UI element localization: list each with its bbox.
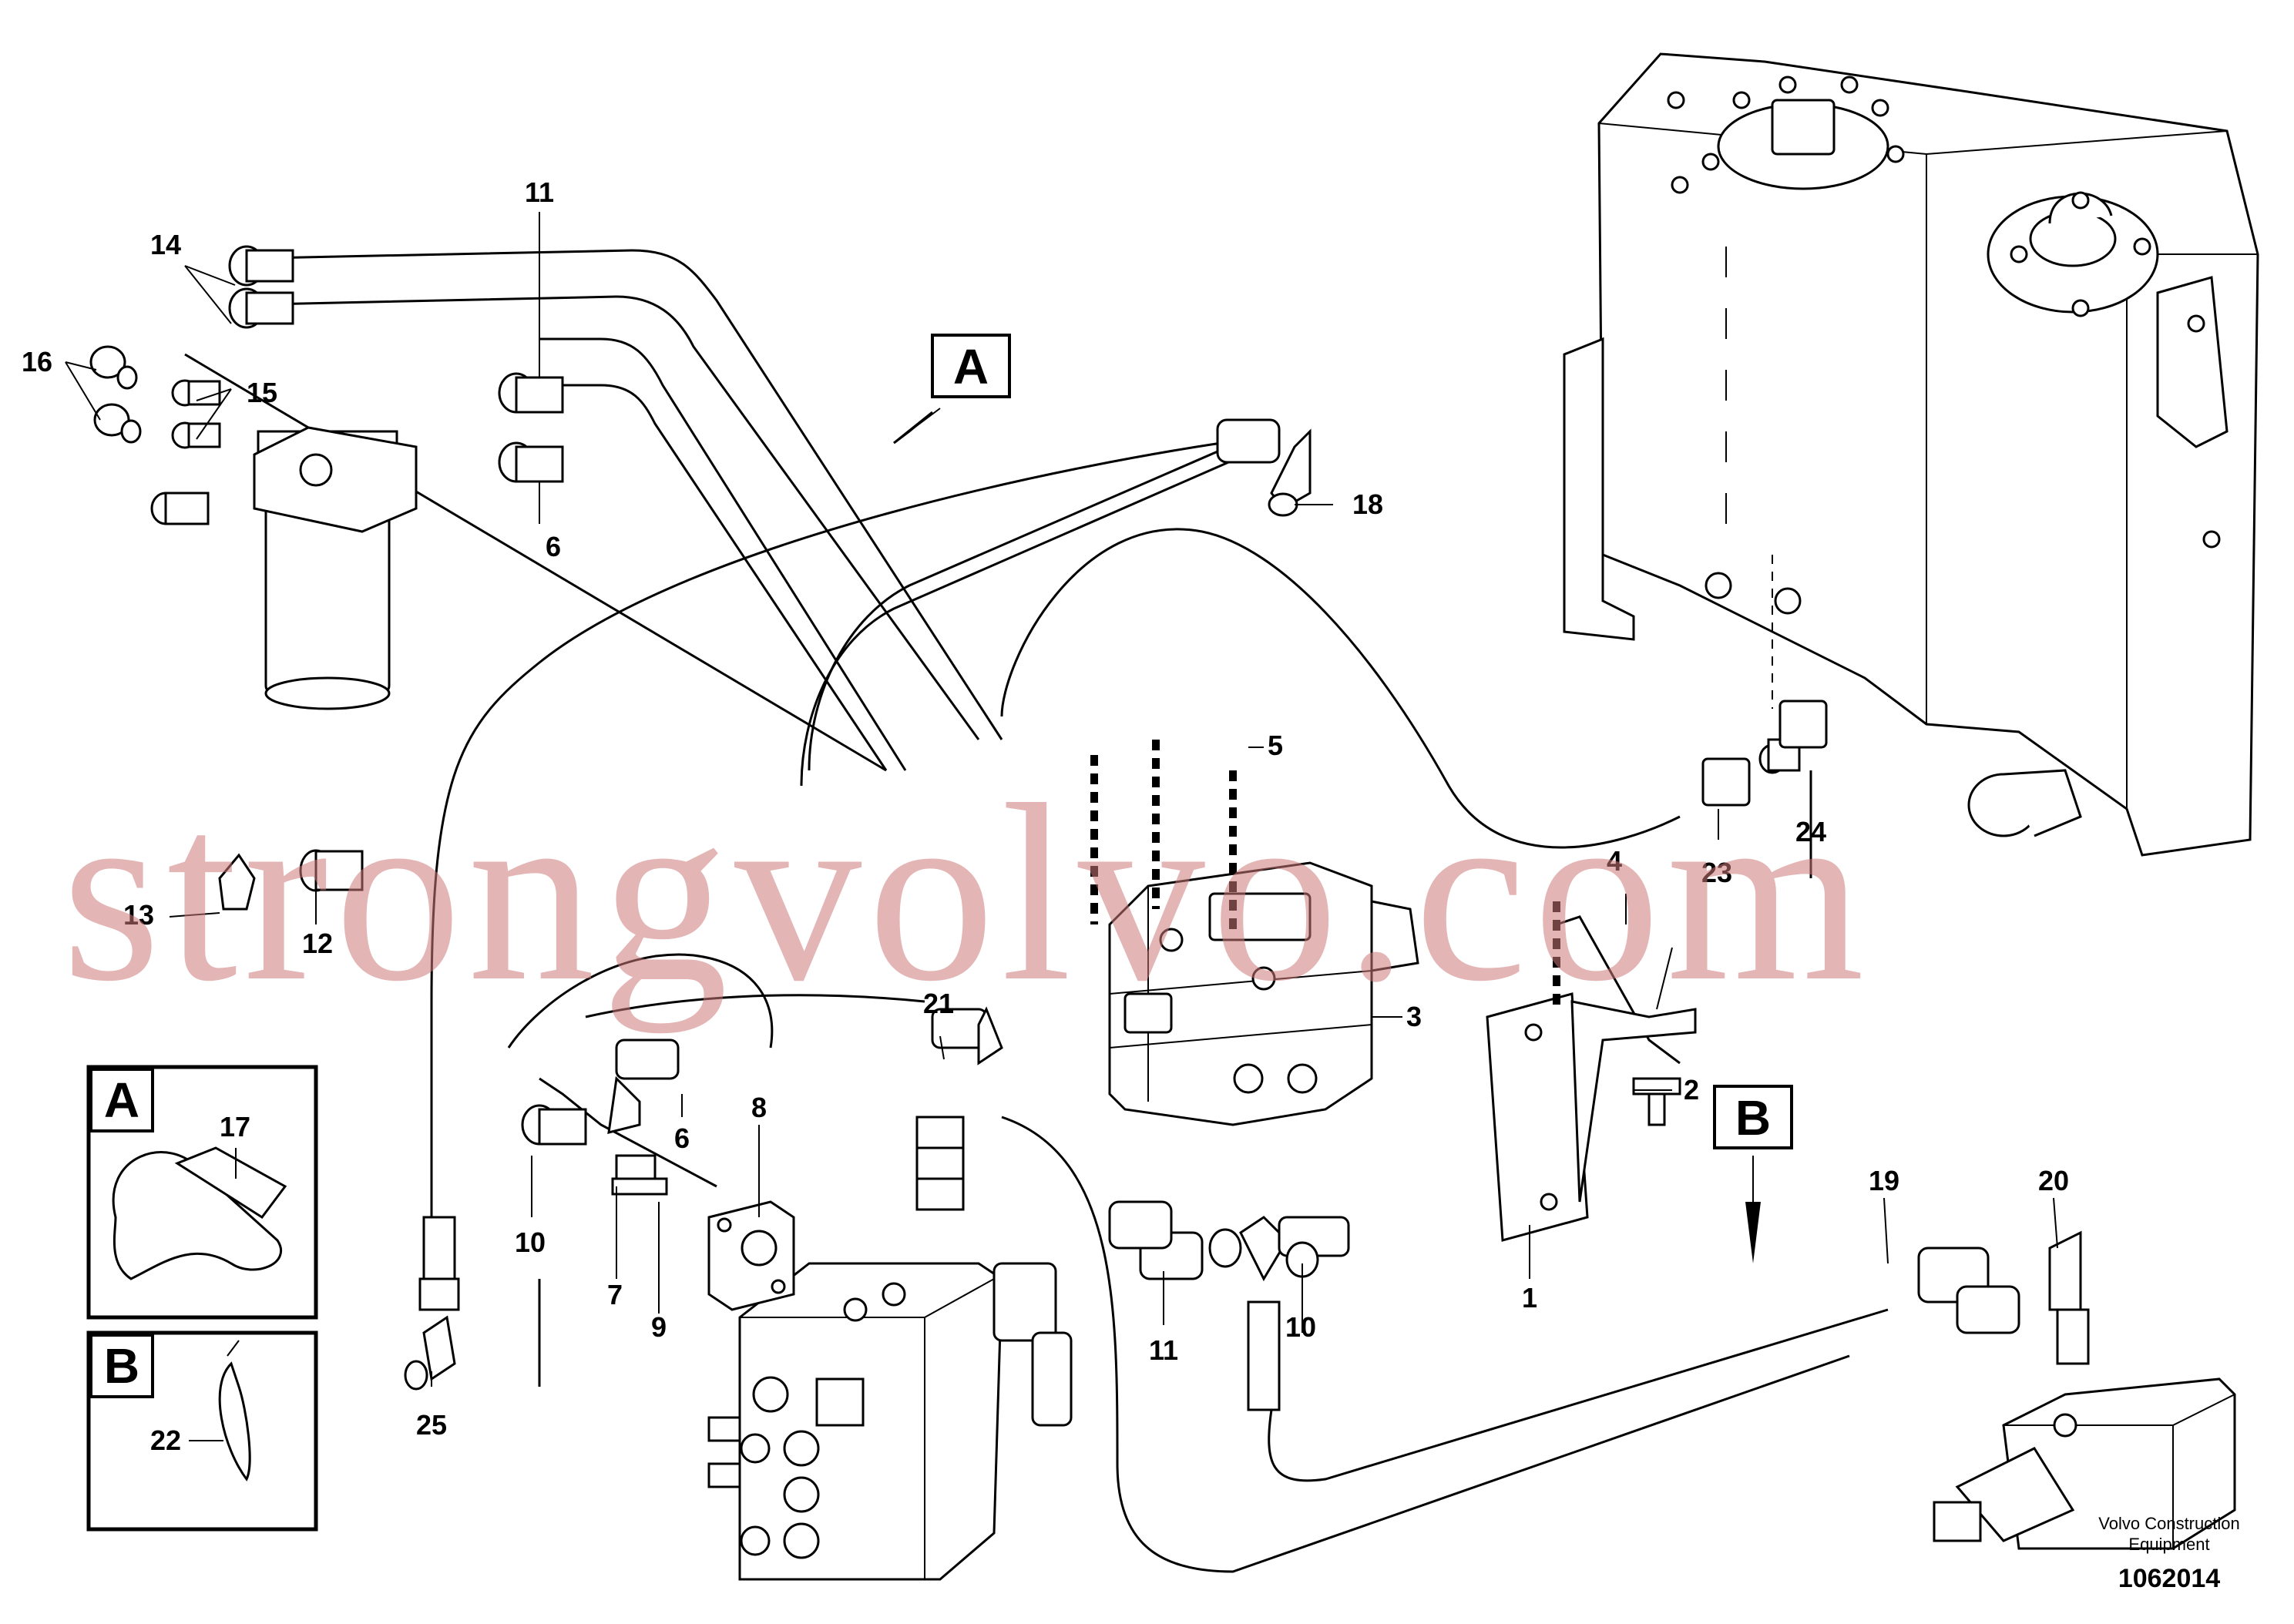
detail-box-a-part: 17 [220, 1111, 250, 1143]
callout-3: 3 [1406, 1001, 1422, 1032]
callout-10-right: 10 [1285, 1311, 1316, 1343]
hydraulic-tank [1563, 52, 2259, 857]
drawing-number: 1062014 [2118, 1564, 2220, 1593]
detail-box-b-part: 22 [150, 1424, 181, 1456]
lower-valve-block [707, 1200, 1073, 1581]
callout-labels: 14 16 15 11 6 18 5 13 12 4 23 24 21 3 2 … [22, 176, 2069, 1441]
detail-box-a-letter: A [104, 1072, 139, 1128]
detail-box-b: B 22 [86, 1330, 318, 1532]
callout-12: 12 [302, 928, 333, 959]
callout-24: 24 [1795, 816, 1826, 847]
callout-6-mid: 6 [674, 1122, 690, 1154]
dashed-connectors [1090, 740, 1560, 1009]
view-marker-a: A [893, 334, 1011, 445]
callout-1: 1 [1522, 1282, 1537, 1314]
callout-20: 20 [2038, 1165, 2069, 1196]
callout-13: 13 [123, 899, 154, 931]
callout-10-left: 10 [515, 1226, 546, 1258]
footer: Volvo Construction Equipment 1062014 [2098, 1514, 2239, 1593]
callout-14: 14 [150, 229, 181, 260]
callout-18: 18 [1352, 488, 1383, 520]
leader-lines [65, 212, 2058, 1387]
mounting-bracket [1486, 947, 1697, 1242]
callout-25: 25 [416, 1409, 447, 1441]
callout-8: 8 [751, 1092, 767, 1123]
callout-16: 16 [22, 346, 52, 377]
callout-4: 4 [1607, 845, 1622, 877]
view-marker-a-letter: A [953, 339, 989, 394]
hose-lines [184, 249, 1889, 1573]
brand-line-2: Equipment [2128, 1535, 2209, 1554]
callout-2: 2 [1684, 1074, 1699, 1106]
callout-15: 15 [247, 377, 277, 408]
view-marker-b: B [1713, 1085, 1793, 1263]
detail-box-a: A 17 [86, 1065, 318, 1320]
callout-9: 9 [651, 1311, 667, 1343]
filter-assembly [253, 426, 418, 710]
detail-box-b-letter: B [104, 1338, 139, 1394]
pressure-sensor [1933, 1377, 2236, 1550]
brand-line-1: Volvo Construction [2098, 1514, 2239, 1533]
callout-6-top: 6 [546, 531, 561, 562]
callout-11-top: 11 [525, 176, 554, 208]
view-marker-b-letter: B [1735, 1090, 1771, 1146]
callout-23: 23 [1701, 857, 1732, 888]
watermark-text: strongvolvo.com [62, 753, 1870, 1034]
callout-11-bottom: 11 [1149, 1334, 1178, 1366]
callout-19: 19 [1869, 1165, 1899, 1196]
fittings-misc [218, 418, 2090, 1411]
callout-7: 7 [607, 1279, 623, 1310]
callout-5: 5 [1268, 730, 1283, 761]
callout-21: 21 [923, 988, 954, 1019]
